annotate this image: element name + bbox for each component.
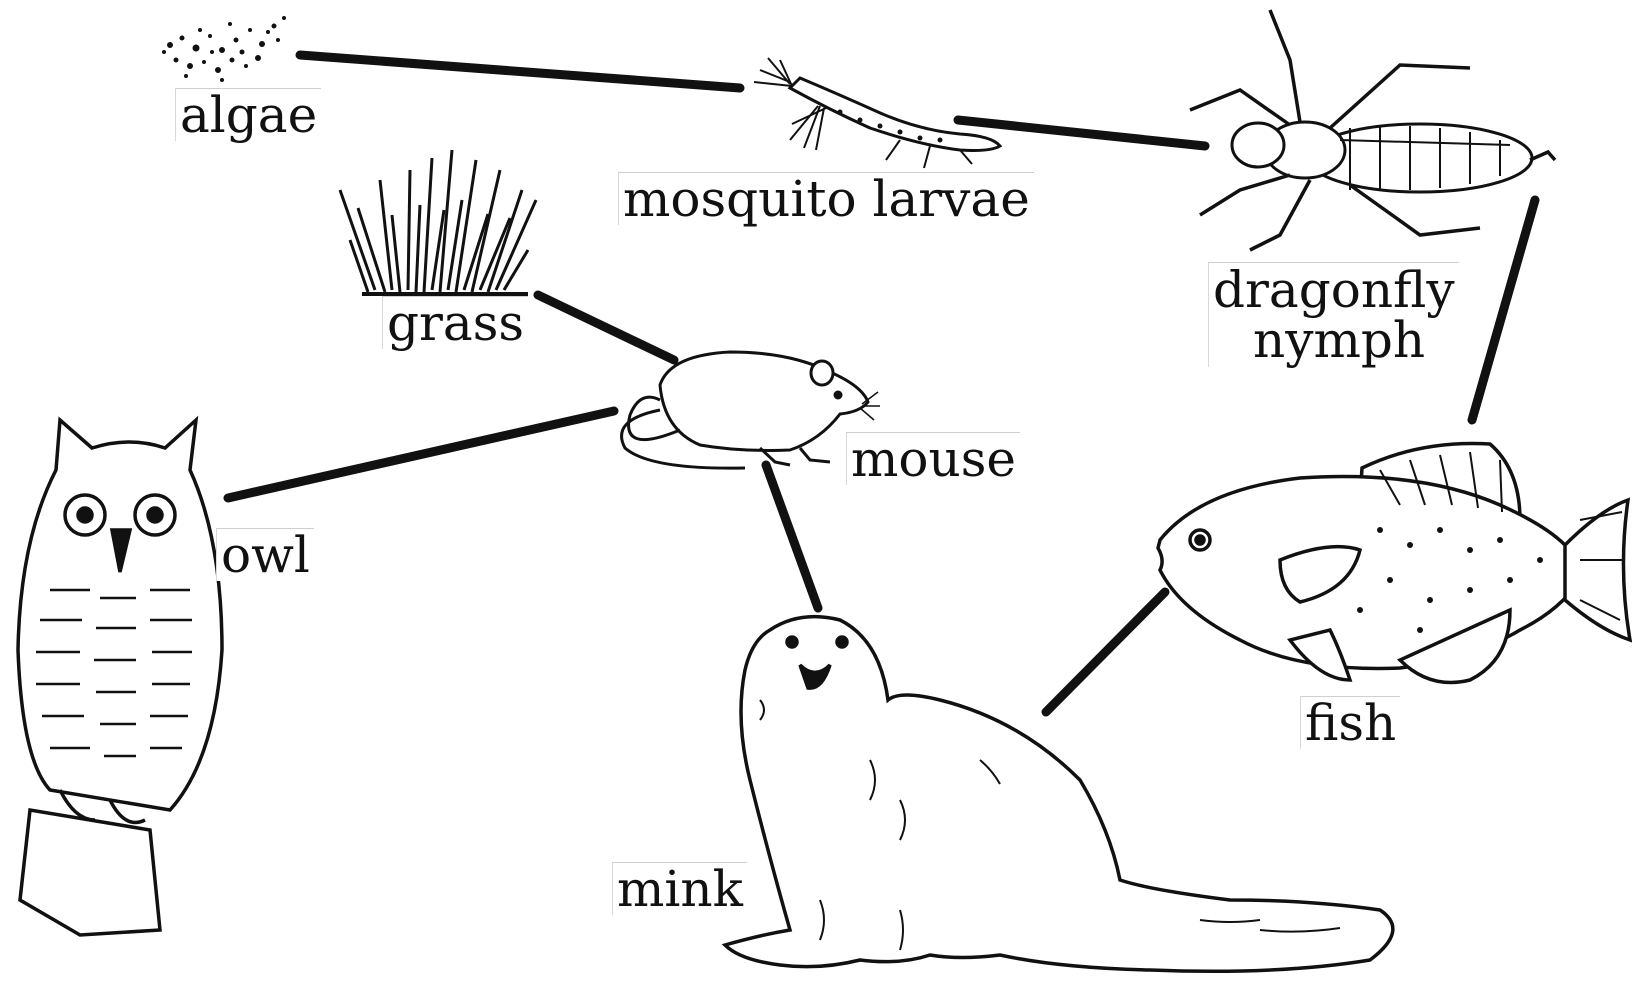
grass-illustration: [340, 150, 536, 294]
label-mouse: mouse: [846, 432, 1020, 485]
fish-illustration: [1158, 444, 1630, 683]
label-dragonfly-nymph: dragonfly nymph: [1208, 262, 1459, 367]
label-mink: mink: [612, 862, 747, 915]
mouse-illustration: [622, 352, 880, 468]
label-nymph-line: nymph: [1213, 315, 1455, 365]
dragonfly-nymph-illustration: [1190, 10, 1555, 250]
label-owl: owl: [216, 528, 314, 581]
mosquito-larvae-illustration: [754, 58, 1000, 168]
link-mouse-mink: [766, 465, 818, 608]
label-dragonfly-line: dragonfly: [1213, 265, 1455, 315]
link-mouse-owl: [228, 411, 614, 498]
link-fish-mink: [1046, 592, 1165, 712]
owl-illustration: [18, 420, 222, 935]
mink-illustration: [725, 617, 1393, 972]
link-grass-mouse: [538, 295, 674, 360]
algae-illustration: [162, 16, 286, 82]
label-mosquito-larvae: mosquito larvae: [618, 172, 1034, 225]
label-algae: algae: [175, 88, 321, 141]
label-fish: fish: [1300, 696, 1400, 749]
label-grass: grass: [382, 296, 528, 349]
link-algae-mosquito: [300, 55, 740, 88]
link-dragonfly-fish: [1472, 200, 1535, 420]
